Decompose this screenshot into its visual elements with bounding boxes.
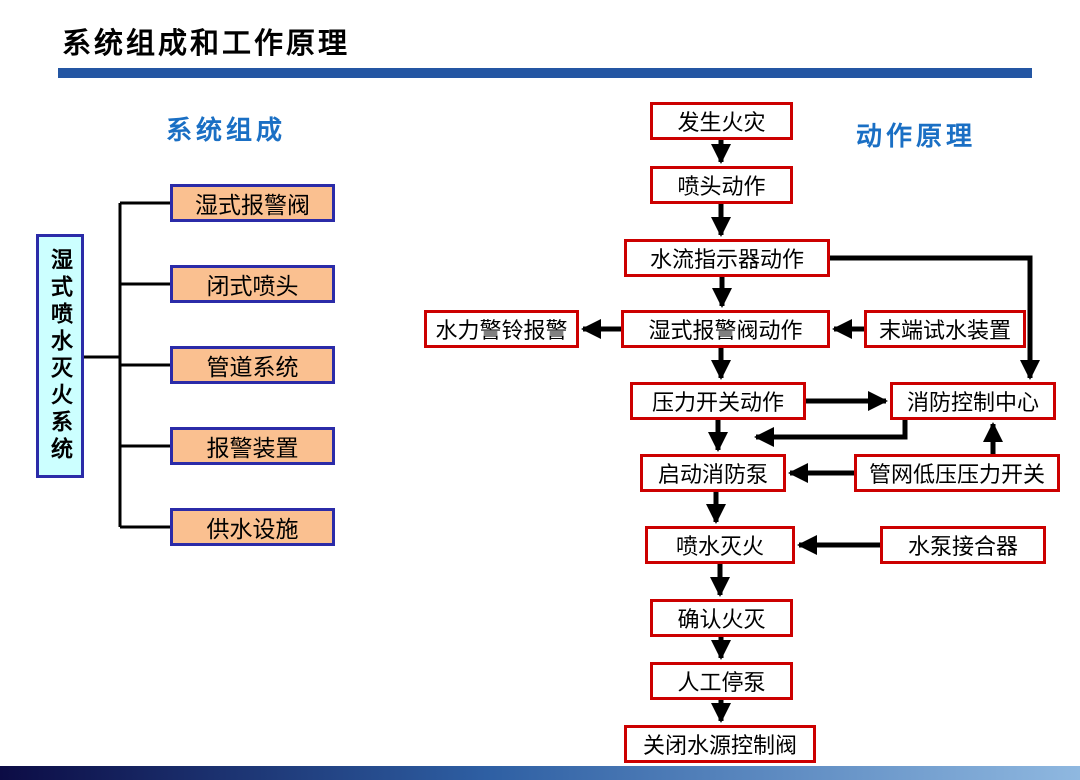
flow-node-confirm-extinguished: 确认火灭 bbox=[650, 599, 793, 637]
component-box-wet-alarm-valve: 湿式报警阀 bbox=[170, 184, 335, 222]
flow-node-pressure-switch-acts: 压力开关动作 bbox=[630, 382, 806, 420]
flow-node-fire-occurs: 发生火灾 bbox=[650, 102, 793, 140]
bottom-accent-bar bbox=[0, 766, 1080, 780]
principle-heading: 动作原理 bbox=[856, 122, 977, 151]
flow-node-flow-indicator-acts: 水流指示器动作 bbox=[624, 239, 830, 277]
flow-node-spray-extinguish: 喷水灭火 bbox=[645, 526, 795, 564]
system-root-label: 湿式喷水灭火系统 bbox=[48, 248, 73, 464]
flow-node-manual-stop-pump: 人工停泵 bbox=[650, 662, 793, 700]
composition-heading: 系统组成 bbox=[166, 116, 287, 145]
component-box-piping-system: 管道系统 bbox=[170, 346, 335, 384]
flow-node-start-fire-pump: 启动消防泵 bbox=[640, 454, 786, 492]
flow-node-close-water-valve: 关闭水源控制阀 bbox=[624, 725, 816, 763]
component-box-alarm-device: 报警装置 bbox=[170, 427, 335, 465]
flow-node-wet-valve-acts: 湿式报警阀动作 bbox=[621, 310, 830, 348]
page-title: 系统组成和工作原理 bbox=[62, 28, 351, 60]
title-underline-bar bbox=[58, 68, 1032, 78]
flow-node-pump-adapter: 水泵接合器 bbox=[880, 526, 1046, 564]
arrow-control-center-to-start-pump bbox=[753, 420, 908, 447]
flow-node-hydraulic-bell-alarm: 水力警铃报警 bbox=[424, 310, 579, 348]
flow-node-low-pressure-switch: 管网低压压力开关 bbox=[854, 454, 1060, 492]
flow-node-fire-control-center: 消防控制中心 bbox=[890, 382, 1056, 420]
component-box-closed-sprinkler: 闭式喷头 bbox=[170, 265, 335, 303]
system-root-box: 湿式喷水灭火系统 bbox=[36, 234, 84, 478]
flow-node-end-test-device: 末端试水装置 bbox=[864, 310, 1026, 348]
component-box-water-supply: 供水设施 bbox=[170, 508, 335, 546]
flow-node-sprinkler-acts: 喷头动作 bbox=[650, 166, 793, 204]
